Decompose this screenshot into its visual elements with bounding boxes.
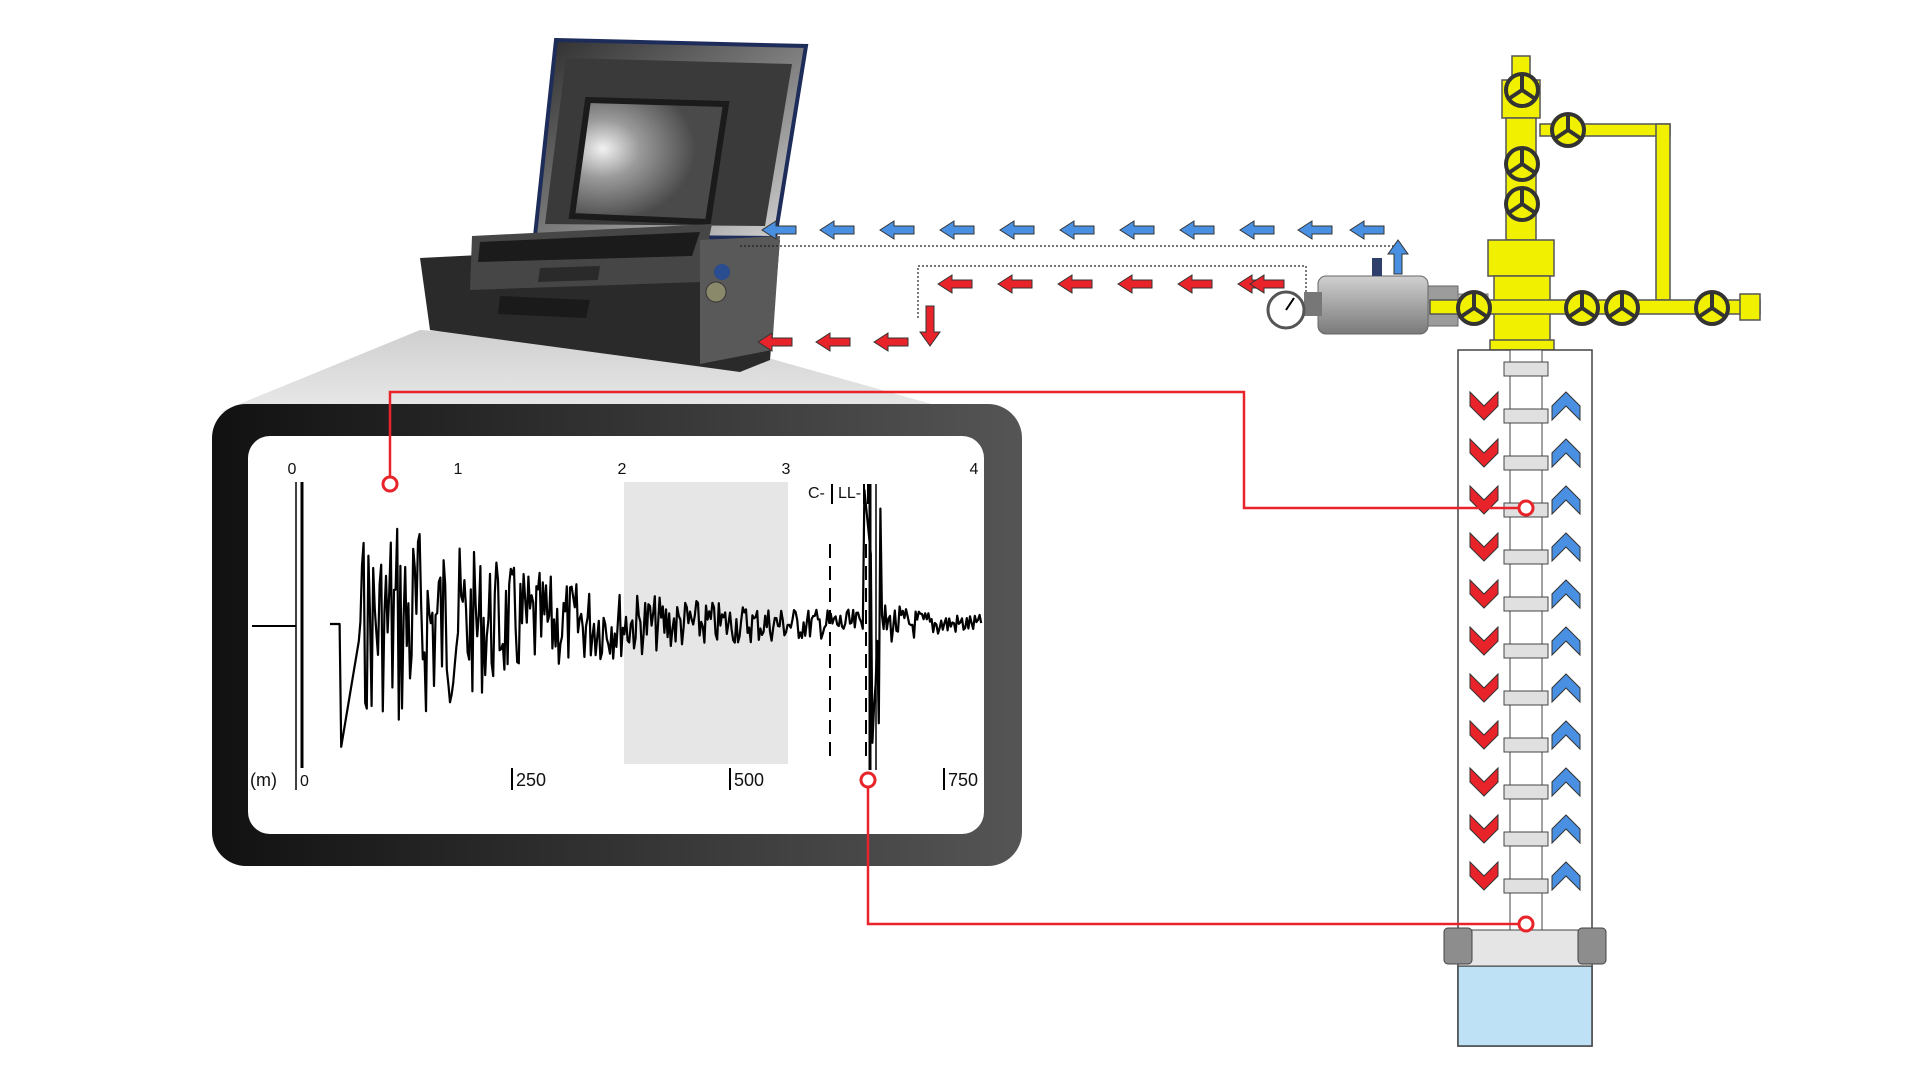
red-chevron (1469, 766, 1499, 797)
outgoing-signal-arrows (757, 274, 1285, 352)
tubing-coupling (1503, 408, 1549, 424)
outgoing-arrow-4 (1177, 274, 1213, 294)
tubing-coupling (1503, 596, 1549, 612)
return-arrow-6 (1119, 220, 1155, 240)
red-chevron (1469, 625, 1499, 656)
tubing-coupling (1503, 549, 1549, 565)
blue-chevron (1551, 391, 1581, 422)
blue-chevron (1551, 814, 1581, 845)
depth-unit: (m) (250, 770, 277, 790)
red-chevron (1469, 578, 1499, 609)
red-chevron (1469, 813, 1499, 844)
link-marker-top-start (381, 475, 399, 493)
annulus-signal-chevrons (1469, 390, 1581, 892)
blue-chevron (1551, 485, 1581, 516)
tubing-coupling (1503, 455, 1549, 471)
return-arrow-0 (761, 220, 797, 240)
tubing-couplings (1503, 361, 1549, 894)
valve-handwheel-icon (1564, 290, 1600, 326)
red-chevron (1469, 437, 1499, 468)
tubing-coupling (1503, 643, 1549, 659)
outgoing-arrow-low-0 (757, 332, 793, 352)
return-arrow-5 (1059, 220, 1095, 240)
valve-handwheel-icon (1504, 186, 1540, 222)
tubing-coupling (1503, 737, 1549, 753)
red-chevron (1469, 719, 1499, 750)
top-tick-2: 2 (618, 461, 627, 478)
return-arrow-3 (939, 220, 975, 240)
valve-handwheel-icon (1604, 290, 1640, 326)
return-arrow-8 (1239, 220, 1275, 240)
return-arrow-up (1387, 239, 1409, 275)
outgoing-arrow-3 (1117, 274, 1153, 294)
tubing-coupling (1503, 690, 1549, 706)
valve-handwheel-icon (1550, 112, 1586, 148)
outgoing-arrow-0 (937, 274, 973, 294)
link-markers (381, 475, 1535, 933)
laptop-case-icon (420, 37, 809, 372)
link-marker-bottom-start (859, 771, 877, 789)
outgoing-arrow-6 (1249, 274, 1285, 294)
link-marker-bottom-end (1517, 915, 1535, 933)
blue-chevron (1551, 720, 1581, 751)
valve-handwheel-icon (1694, 290, 1730, 326)
valve-handwheel-icon (1456, 72, 1730, 326)
outgoing-arrow-down (919, 305, 941, 347)
blue-chevron (1551, 579, 1581, 610)
depth-tick-750: 750 (948, 770, 978, 790)
red-chevron (1469, 531, 1499, 562)
link-marker-top-end (1517, 499, 1535, 517)
marker-ll: LL- (838, 485, 861, 502)
blue-chevron (1551, 673, 1581, 704)
link-lines (388, 390, 1526, 926)
pressure-gauge-icon (1266, 290, 1306, 330)
return-arrow-9 (1297, 220, 1333, 240)
depth-tick-500: 500 (734, 770, 764, 790)
outgoing-arrow-1 (997, 274, 1033, 294)
blue-chevron (1551, 767, 1581, 798)
return-arrow-2 (879, 220, 915, 240)
tubing-coupling (1503, 784, 1549, 800)
top-tick-4: 4 (970, 461, 979, 478)
tubing-coupling (1503, 878, 1549, 894)
blue-chevron (1551, 861, 1581, 892)
return-arrow-1 (819, 220, 855, 240)
red-chevron (1469, 390, 1499, 421)
top-tick-3: 3 (782, 461, 791, 478)
depth-tick-250: 250 (516, 770, 546, 790)
red-chevron (1469, 672, 1499, 703)
blue-chevron (1551, 532, 1581, 563)
outgoing-arrow-2 (1057, 274, 1093, 294)
blue-chevron (1551, 626, 1581, 657)
depth-tick-0: 0 (300, 773, 309, 790)
return-arrow-10 (1349, 220, 1385, 240)
echogram-chart: 0 1 2 3 4 C- LL- (m) 0 250 500 750 (250, 461, 983, 790)
return-arrow-4 (999, 220, 1035, 240)
tubing-coupling (1503, 831, 1549, 847)
blue-chevron (1551, 438, 1581, 469)
return-signal-arrows (761, 220, 1409, 275)
return-arrow-7 (1179, 220, 1215, 240)
tubing-coupling (1503, 361, 1549, 377)
outgoing-arrow-low-1 (815, 332, 851, 352)
outgoing-arrow-low-2 (873, 332, 909, 352)
echo-waveform (330, 488, 983, 748)
valve-handwheel-icon (1504, 72, 1540, 108)
valve-handwheel-icon (1456, 290, 1492, 326)
red-chevron (1469, 860, 1499, 891)
valve-handwheel-icon (1504, 146, 1540, 182)
marker-c: C- (808, 485, 825, 502)
top-tick-0: 0 (288, 461, 297, 478)
top-tick-1: 1 (454, 461, 463, 478)
